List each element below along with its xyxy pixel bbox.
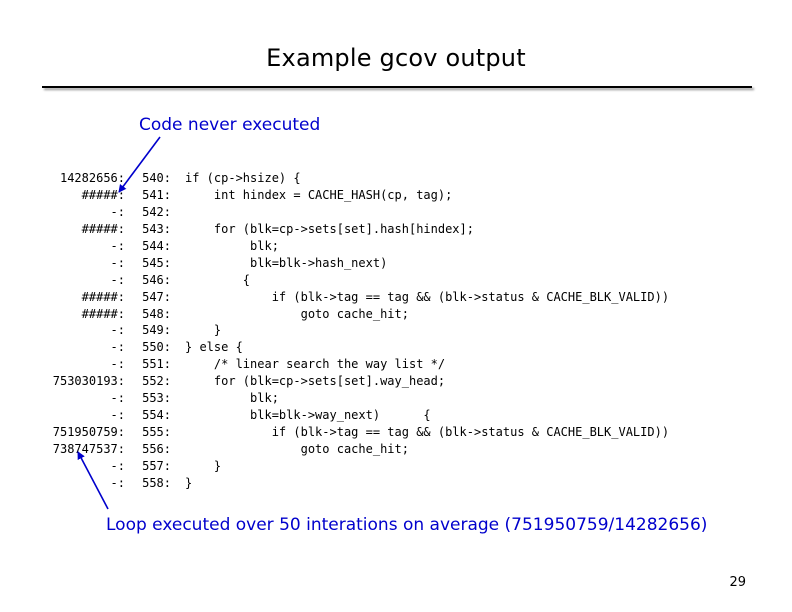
line-number: 545: bbox=[142, 255, 171, 270]
execution-count: 738747537: bbox=[52, 442, 125, 456]
execution-count: -: bbox=[110, 357, 125, 372]
line-number: 544: bbox=[142, 238, 171, 253]
source-code: { bbox=[185, 272, 251, 287]
execution-count: -: bbox=[110, 458, 125, 473]
code-line: -: 551: /* linear search the way list */ bbox=[38, 356, 669, 373]
line-number: 540: bbox=[142, 171, 171, 185]
callout-never-executed: Code never executed bbox=[139, 115, 321, 135]
code-line: #####: 548: goto cache_hit; bbox=[38, 306, 669, 323]
execution-count: #####: bbox=[81, 306, 125, 321]
source-code: } bbox=[185, 458, 222, 473]
source-code bbox=[171, 204, 185, 221]
line-number: 552: bbox=[142, 374, 171, 389]
source-code: blk; bbox=[185, 238, 279, 253]
line-number: 546: bbox=[142, 272, 171, 287]
execution-count: -: bbox=[110, 391, 125, 406]
code-line: -: 549: } bbox=[38, 322, 669, 339]
execution-count: -: bbox=[110, 204, 125, 219]
title-divider bbox=[42, 86, 752, 88]
code-line: 751950759: 555: if (blk->tag == tag && (b… bbox=[38, 424, 669, 441]
line-number: 547: bbox=[142, 289, 171, 304]
execution-count: #####: bbox=[81, 221, 125, 236]
line-number: 558: bbox=[142, 475, 171, 490]
callout-loop-average: Loop executed over 50 interations on ave… bbox=[106, 515, 708, 535]
execution-count: #####: bbox=[81, 289, 125, 304]
source-code: goto cache_hit; bbox=[185, 442, 409, 456]
line-number: 555: bbox=[142, 425, 171, 440]
code-line: #####: 547: if (blk->tag == tag && (blk->… bbox=[38, 289, 669, 306]
code-line: -: 553: blk; bbox=[38, 390, 669, 407]
execution-count: #####: bbox=[81, 187, 125, 202]
execution-count: -: bbox=[110, 340, 125, 355]
line-number: 543: bbox=[142, 221, 171, 236]
line-number: 557: bbox=[142, 458, 171, 473]
line-number: 550: bbox=[142, 340, 171, 355]
page-number: 29 bbox=[729, 575, 746, 590]
line-number: 541: bbox=[142, 187, 171, 202]
slide-title: Example gcov output bbox=[266, 44, 526, 72]
line-number: 554: bbox=[142, 408, 171, 423]
source-code: } else { bbox=[185, 340, 243, 355]
source-code: for (blk=cp->sets[set].hash[hindex]; bbox=[185, 221, 474, 236]
execution-count: 751950759: bbox=[52, 425, 125, 440]
code-line: -: 558:} bbox=[38, 475, 669, 492]
source-code: goto cache_hit; bbox=[185, 306, 409, 321]
source-code: for (blk=cp->sets[set].way_head; bbox=[185, 374, 446, 389]
code-line: 753030193: 552: for (blk=cp->sets[set].wa… bbox=[38, 373, 669, 390]
code-line: -: 554: blk=blk->way_next) { bbox=[38, 407, 669, 424]
execution-count: -: bbox=[110, 408, 125, 423]
execution-count: -: bbox=[110, 272, 125, 287]
execution-count: 14282656: bbox=[59, 171, 125, 185]
source-code: int hindex = CACHE_HASH(cp, tag); bbox=[185, 187, 453, 202]
line-number: 548: bbox=[142, 306, 171, 321]
source-code: blk=blk->way_next) { bbox=[185, 408, 431, 423]
source-code: if (cp->hsize) { bbox=[185, 171, 301, 185]
source-code: blk; bbox=[185, 391, 279, 406]
execution-count: -: bbox=[110, 255, 125, 270]
code-line: -: 545: blk=blk->hash_next) bbox=[38, 255, 669, 272]
execution-count: -: bbox=[110, 323, 125, 338]
line-number: 551: bbox=[142, 357, 171, 372]
code-line: #####: 543: for (blk=cp->sets[set].hash[h… bbox=[38, 221, 669, 238]
line-number: 556: bbox=[142, 442, 171, 456]
code-line: -: 550: } else { bbox=[38, 339, 669, 356]
code-line: -: 546: { bbox=[38, 272, 669, 289]
gcov-code-listing: 14282656:540:if (cp->hsize) {#####:541: … bbox=[38, 170, 669, 492]
execution-count: -: bbox=[110, 238, 125, 253]
code-line: 14282656: 540: if (cp->hsize) { bbox=[38, 170, 669, 187]
source-code: } bbox=[185, 323, 222, 338]
source-code: if (blk->tag == tag && (blk->status & CA… bbox=[185, 289, 670, 304]
execution-count: 753030193: bbox=[52, 374, 125, 389]
code-line: -: 557: } bbox=[38, 458, 669, 475]
line-number: 553: bbox=[142, 391, 171, 406]
line-number: 542: bbox=[142, 204, 171, 219]
source-code: if (blk->tag == tag && (blk->status & CA… bbox=[185, 425, 670, 440]
source-code: blk=blk->hash_next) bbox=[185, 255, 388, 270]
code-line: #####: 541: int hindex = CACHE_HASH(cp, t… bbox=[38, 187, 669, 204]
line-number: 549: bbox=[142, 323, 171, 338]
source-code: } bbox=[185, 475, 193, 490]
source-code: /* linear search the way list */ bbox=[185, 357, 446, 372]
code-line: -: 544: blk; bbox=[38, 238, 669, 255]
code-line: 738747537: 556: goto cache_hit; bbox=[38, 441, 669, 458]
execution-count: -: bbox=[110, 475, 125, 490]
code-line: -: 542: bbox=[38, 204, 669, 221]
